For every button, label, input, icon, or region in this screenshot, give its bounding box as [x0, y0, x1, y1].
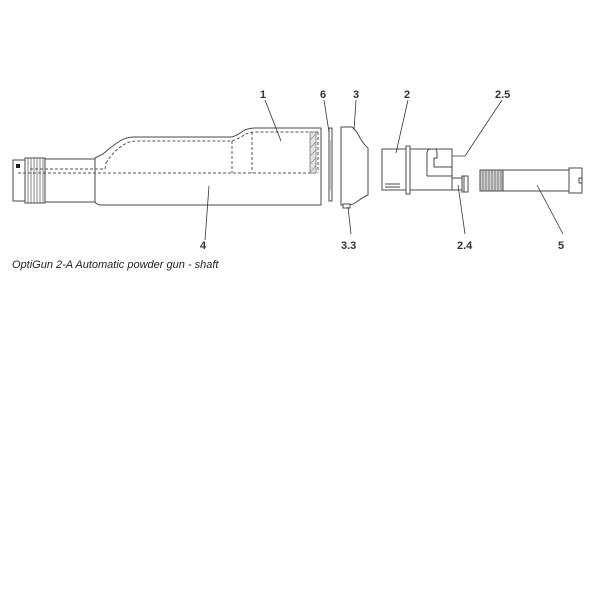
label-part-5: 5: [558, 240, 564, 252]
label-part-3-3: 3.3: [341, 240, 356, 252]
figure-caption: OptiGun 2-A Automatic powder gun - shaft: [12, 259, 219, 271]
part-5-tube: [479, 167, 583, 194]
label-part-3: 3: [353, 89, 359, 101]
part-3-flange: [340, 126, 369, 209]
label-part-6: 6: [320, 89, 326, 101]
part-2-valve-body: [381, 145, 469, 195]
label-part-2-5: 2.5: [495, 89, 510, 101]
label-part-2-4: 2.4: [457, 240, 473, 252]
label-part-1: 1: [260, 89, 266, 101]
part-3-3-screw: [342, 203, 351, 209]
label-part-2: 2: [404, 89, 410, 101]
label-part-4: 4: [200, 240, 207, 252]
part-6-gasket: [328, 127, 333, 202]
leader-lines: [204, 99, 564, 241]
part-2-4-fitting: [451, 175, 469, 193]
part-4-shaft-body: [12, 127, 322, 206]
